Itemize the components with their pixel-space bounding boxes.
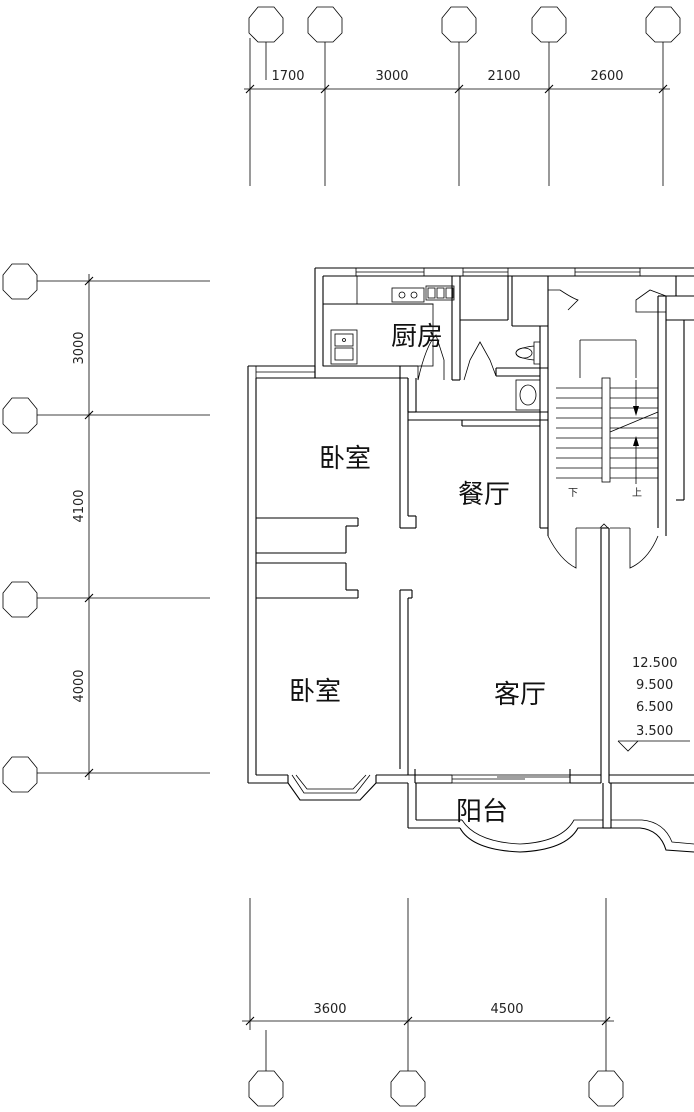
stair-label-up: 上: [632, 487, 642, 499]
bay-window: [287, 775, 377, 801]
bottom-dim-2: 4500: [490, 1002, 523, 1017]
room-label-dining: 餐厅: [458, 480, 510, 510]
stove-icon: [391, 287, 425, 303]
top-dim-1: 1700: [271, 69, 304, 84]
stair-arrow-down-head: [633, 406, 639, 416]
room-label-living: 客厅: [494, 680, 546, 710]
balcony: [407, 783, 694, 853]
room-label-balcony: 阳台: [456, 797, 508, 827]
level-3: 6.500: [636, 700, 673, 715]
room-label-bedroom-lower: 卧室: [289, 677, 341, 707]
left-axis-grid: 3000 4100 4000: [2, 263, 210, 793]
bottom-axis-grid: 3600 4500: [242, 898, 624, 1107]
staircase: 下 上: [556, 339, 659, 499]
doors: [417, 289, 667, 569]
exterior-walls: [247, 267, 694, 801]
room-label-kitchen: 厨房: [391, 322, 443, 352]
level-2: 9.500: [636, 678, 673, 693]
level-1: 12.500: [632, 656, 678, 671]
top-dim-3: 2100: [487, 69, 520, 84]
axis-bubble-bottom-1: [248, 1070, 284, 1107]
stair-door-right: [629, 528, 659, 569]
axis-bubble-top-1: [248, 6, 284, 43]
top-axis-grid: 1700 3000 2100 2600: [244, 6, 681, 186]
axis-bubble-left-4: [2, 756, 38, 793]
left-dim-3: 4000: [72, 669, 87, 702]
axis-bubble-bottom-2: [390, 1070, 426, 1107]
right-door: [635, 289, 667, 313]
top-dim-2: 3000: [375, 69, 408, 84]
left-dim-1: 3000: [72, 331, 87, 364]
sink-icon: [330, 329, 358, 365]
left-dim-2: 4100: [72, 489, 87, 522]
stair-door-left: [547, 528, 577, 569]
kitchen-door: [417, 334, 445, 381]
bath-door: [463, 341, 497, 381]
fixtures: [322, 276, 541, 411]
stair-label-down: 下: [568, 488, 578, 499]
axis-bubble-left-3: [2, 581, 38, 618]
room-label-bedroom-upper: 卧室: [319, 444, 371, 474]
room-labels: 厨房 卧室 餐厅 卧室 客厅 阳台: [289, 322, 546, 827]
bottom-dim-1: 3600: [313, 1002, 346, 1017]
axis-bubble-bottom-3: [588, 1070, 624, 1107]
level-marks: 12.500 9.500 6.500 3.500: [617, 656, 690, 752]
axis-bubble-left-1: [2, 263, 38, 300]
fridge-icon: [425, 285, 455, 301]
toilet-icon: [515, 341, 541, 365]
washbasin-icon: [515, 379, 541, 411]
axis-bubble-top-3: [441, 6, 477, 43]
level-4: 3.500: [636, 724, 673, 739]
axis-bubble-top-2: [307, 6, 343, 43]
axis-bubble-left-2: [2, 397, 38, 434]
axis-bubble-top-4: [531, 6, 567, 43]
stair-arrow-up-head: [633, 436, 639, 446]
axis-bubble-top-5: [645, 6, 681, 43]
interior-walls: [256, 276, 694, 775]
top-dim-4: 2600: [590, 69, 623, 84]
toilet-door: [548, 289, 579, 311]
level-marker-symbol: [617, 740, 639, 752]
